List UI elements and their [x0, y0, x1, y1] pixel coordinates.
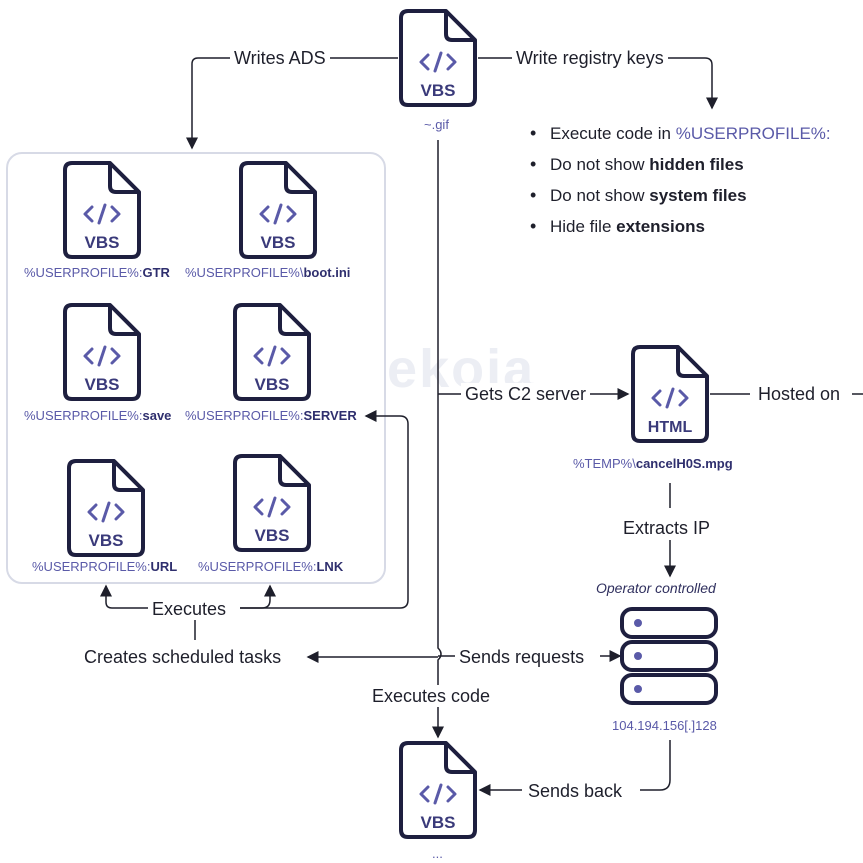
file-type-label: VBS [85, 375, 120, 394]
writes-ads-label: Writes ADS [230, 47, 330, 69]
result-file-caption: ... [432, 846, 443, 861]
file-type-label: VBS [255, 526, 290, 545]
ads-file-icon-boot: VBS [238, 160, 318, 265]
file-type-label: HTML [648, 419, 693, 436]
sends-requests-label: Sends requests [455, 646, 589, 668]
html-file-path: %TEMP%\cancelH0S.mpg [573, 456, 733, 471]
file-type-label: VBS [255, 375, 290, 394]
gets-c2-server-label: Gets C2 server [461, 383, 591, 405]
ads-file-path-lnk: %USERPROFILE%:LNK [198, 559, 344, 574]
ads-file-path-url: %USERPROFILE%:URL [32, 559, 178, 574]
file-type-label: VBS [85, 233, 120, 252]
registry-action-item: Do not show system files [530, 180, 831, 211]
ads-file-path-server: %USERPROFILE%:SERVER [185, 408, 357, 423]
ads-file-path-save: %USERPROFILE%:save [24, 408, 172, 423]
ads-file-path-boot: %USERPROFILE%\boot.ini [185, 265, 351, 280]
file-type-label: VBS [261, 233, 296, 252]
registry-action-item: Execute code in %USERPROFILE%: [530, 118, 831, 149]
server-ip: 104.194.156[.]128 [612, 718, 717, 733]
file-type-label: VBS [421, 813, 456, 832]
write-registry-label: Write registry keys [512, 47, 668, 69]
ads-file-icon-lnk: VBS [232, 453, 312, 558]
registry-actions-list: Execute code in %USERPROFILE%: Do not sh… [530, 118, 831, 242]
operator-controlled-label: Operator controlled [596, 580, 716, 596]
server-icon [620, 607, 718, 705]
main-file-caption: ~.gif [424, 117, 449, 132]
creates-scheduled-tasks-label: Creates scheduled tasks [80, 646, 286, 668]
file-type-label: VBS [89, 531, 124, 550]
html-file-icon: HTML [630, 344, 710, 449]
ads-file-icon-save: VBS [62, 302, 142, 407]
executes-code-label: Executes code [368, 685, 495, 707]
result-vbs-file-icon: VBS [398, 740, 478, 845]
hosted-on-label: Hosted on [754, 383, 845, 405]
file-type-label: VBS [421, 81, 456, 100]
ads-file-icon-url: VBS [66, 458, 146, 563]
extracts-ip-label: Extracts IP [619, 517, 715, 539]
ads-file-icon-gtr: VBS [62, 160, 142, 265]
main-vbs-file-icon: VBS [398, 8, 478, 113]
registry-action-item: Do not show hidden files [530, 149, 831, 180]
ads-file-icon-server: VBS [232, 302, 312, 407]
sends-back-label: Sends back [524, 780, 627, 802]
ads-file-path-gtr: %USERPROFILE%:GTR [24, 265, 170, 280]
registry-action-item: Hide file extensions [530, 211, 831, 242]
executes-label: Executes [148, 598, 231, 620]
